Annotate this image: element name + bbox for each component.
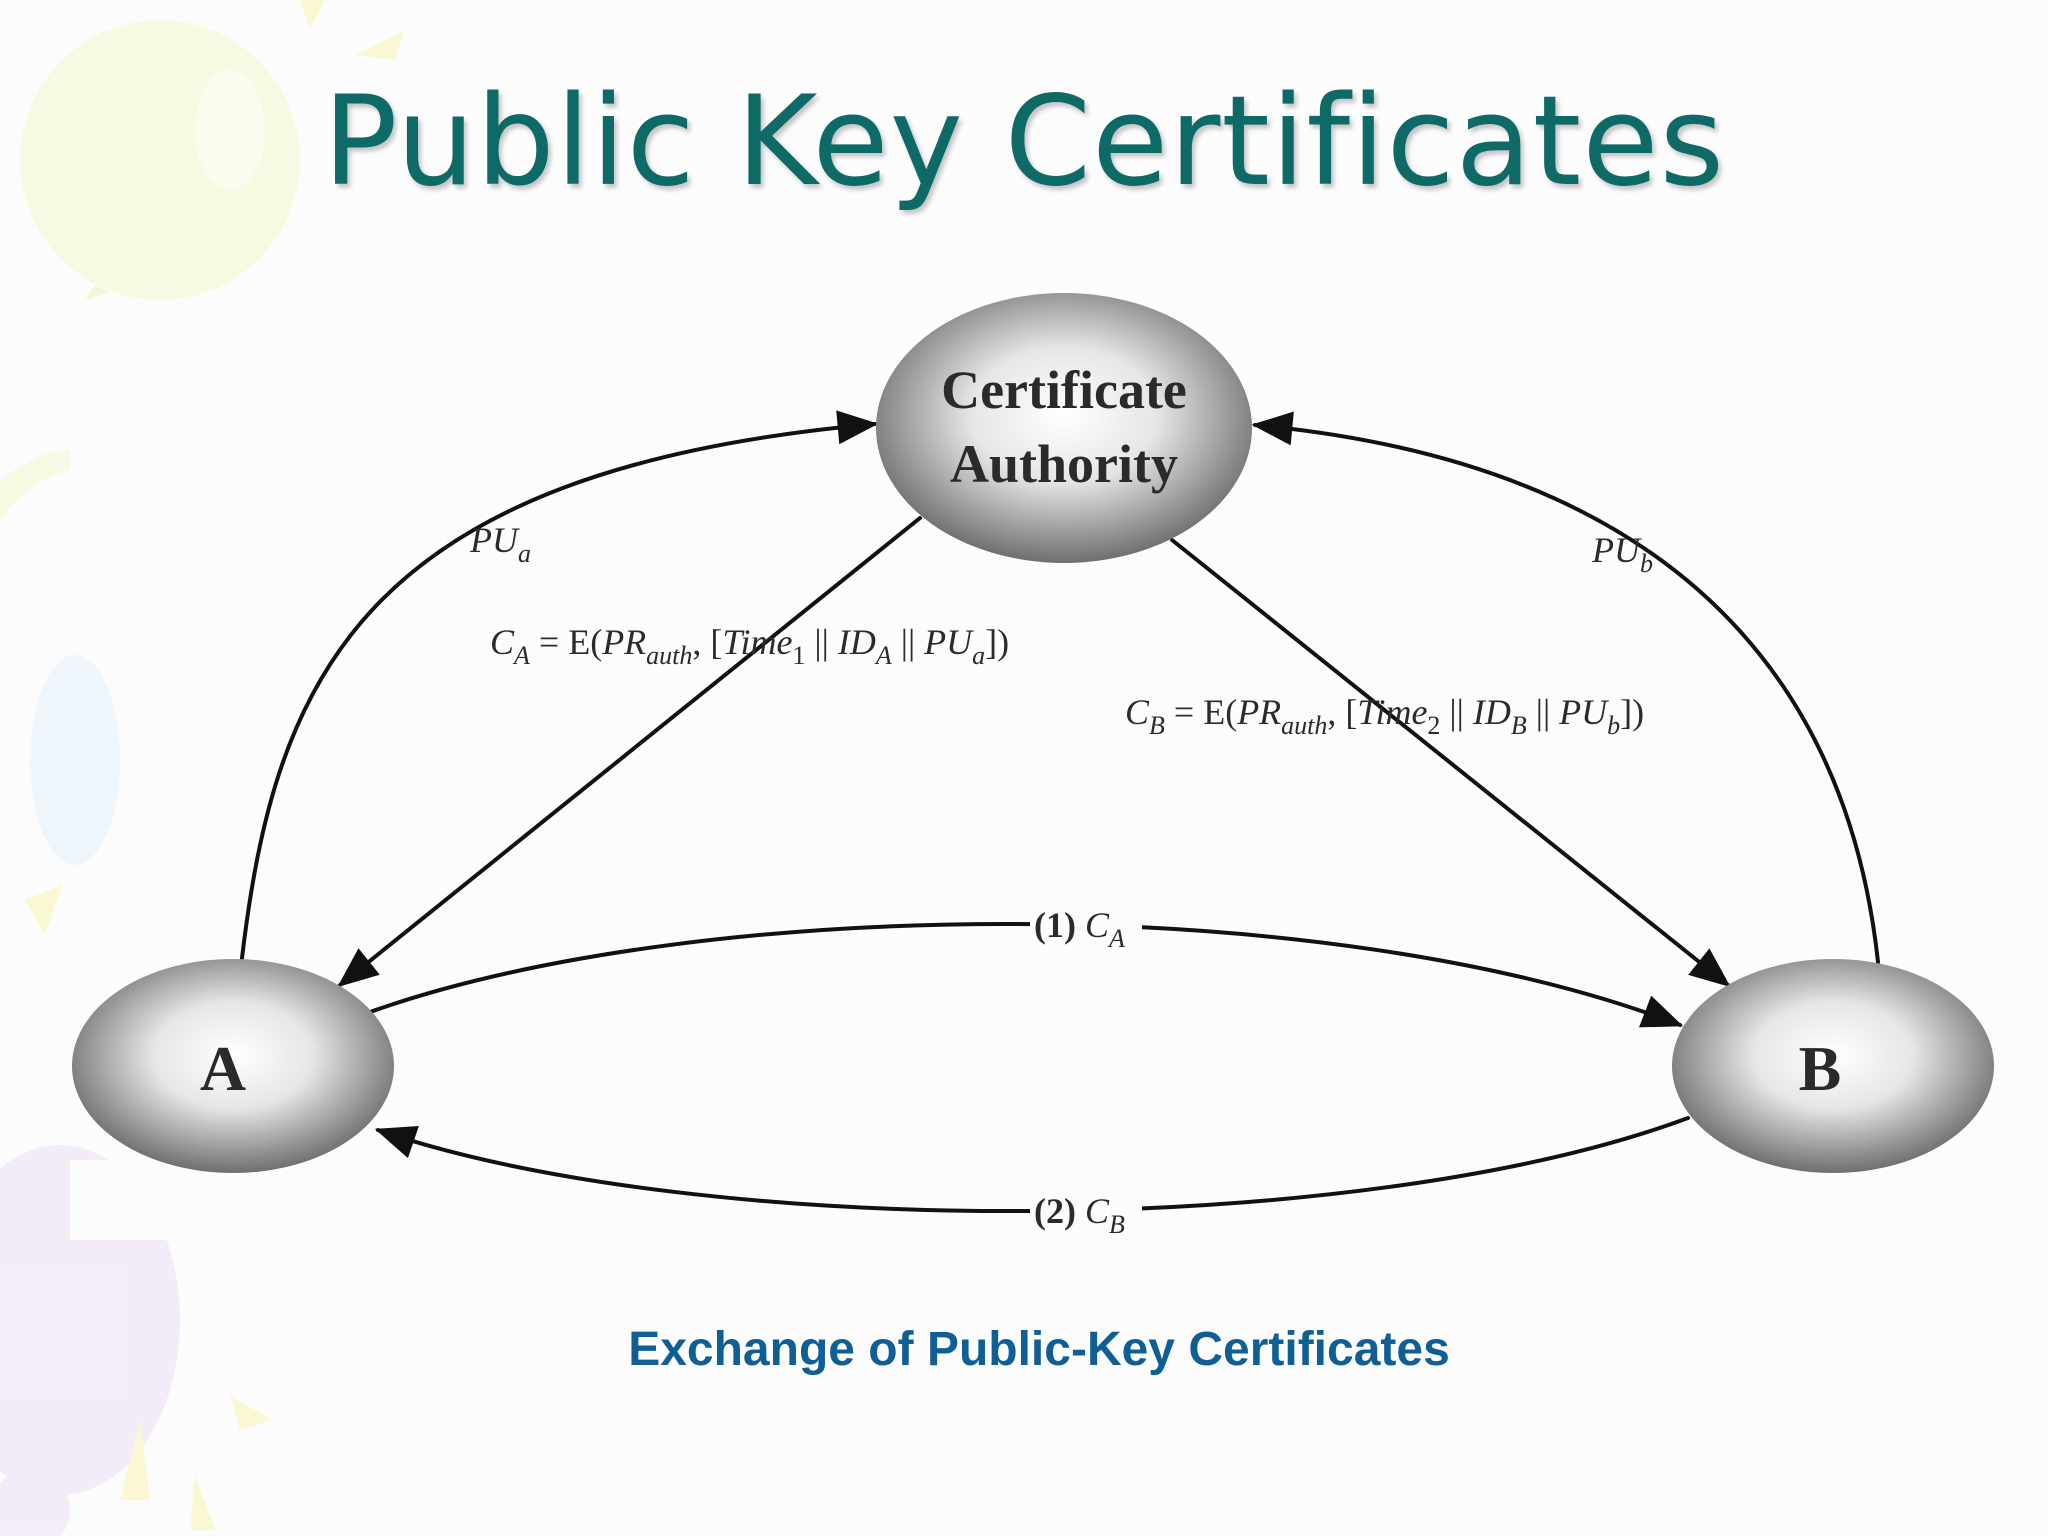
balloon-green-highlight — [195, 70, 265, 190]
arrow-a-to-b — [368, 921, 1684, 1028]
balloon-purple-bottom — [0, 1470, 70, 1536]
label-certificate-cb: CB = E(PRauth, [Time2 || IDB || PUb]) — [1125, 692, 1644, 740]
node-a-label: A — [200, 1033, 246, 1104]
sparkle-yellow-3 — [25, 885, 62, 935]
node-b: B — [1672, 959, 1994, 1173]
diagram-caption: Exchange of Public-Key Certificates — [628, 1323, 1450, 1376]
label-certificate-ca: CA = E(PRauth, [Time1 || IDA || PUa]) — [490, 622, 1009, 670]
arrow-ca-to-b — [1170, 538, 1731, 988]
node-b-ellipse — [1672, 959, 1994, 1173]
arrow-a-to-ca — [240, 410, 879, 960]
sparkle-yellow-5 — [120, 1420, 150, 1500]
sparkle-yellow-4 — [230, 1395, 272, 1430]
slide-title: Public Key Certificates — [322, 70, 1726, 214]
balloon-purple-mask — [70, 1160, 190, 1240]
balloon-green-tail — [85, 285, 110, 300]
certificate-authority-ellipse — [876, 293, 1252, 563]
step1-label-bg — [1030, 902, 1142, 948]
node-a-ellipse — [72, 959, 394, 1173]
label-step-2: (2) CB — [1034, 1191, 1125, 1239]
label-step-1: (1) CA — [1034, 905, 1125, 953]
certificate-authority-label-line1: Certificate — [941, 360, 1187, 420]
sparkle-yellow-2 — [355, 30, 405, 60]
node-certificate-authority: Certificate Authority — [876, 293, 1252, 563]
arrow-ca-to-a — [337, 516, 922, 988]
balloon-green-left — [0, 450, 70, 520]
balloon-blue-shape — [30, 655, 120, 865]
label-pu-a: PUa — [469, 520, 531, 568]
label-pu-b: PUb — [1591, 530, 1653, 578]
certificate-authority-label-line2: Authority — [950, 434, 1178, 494]
sparkle-yellow-6 — [190, 1475, 215, 1530]
arrow-b-to-ca — [1251, 411, 1880, 964]
node-a: A — [72, 959, 394, 1173]
step2-label-bg — [1030, 1188, 1142, 1234]
node-b-label: B — [1799, 1033, 1842, 1104]
sparkle-yellow-1 — [300, 0, 325, 28]
